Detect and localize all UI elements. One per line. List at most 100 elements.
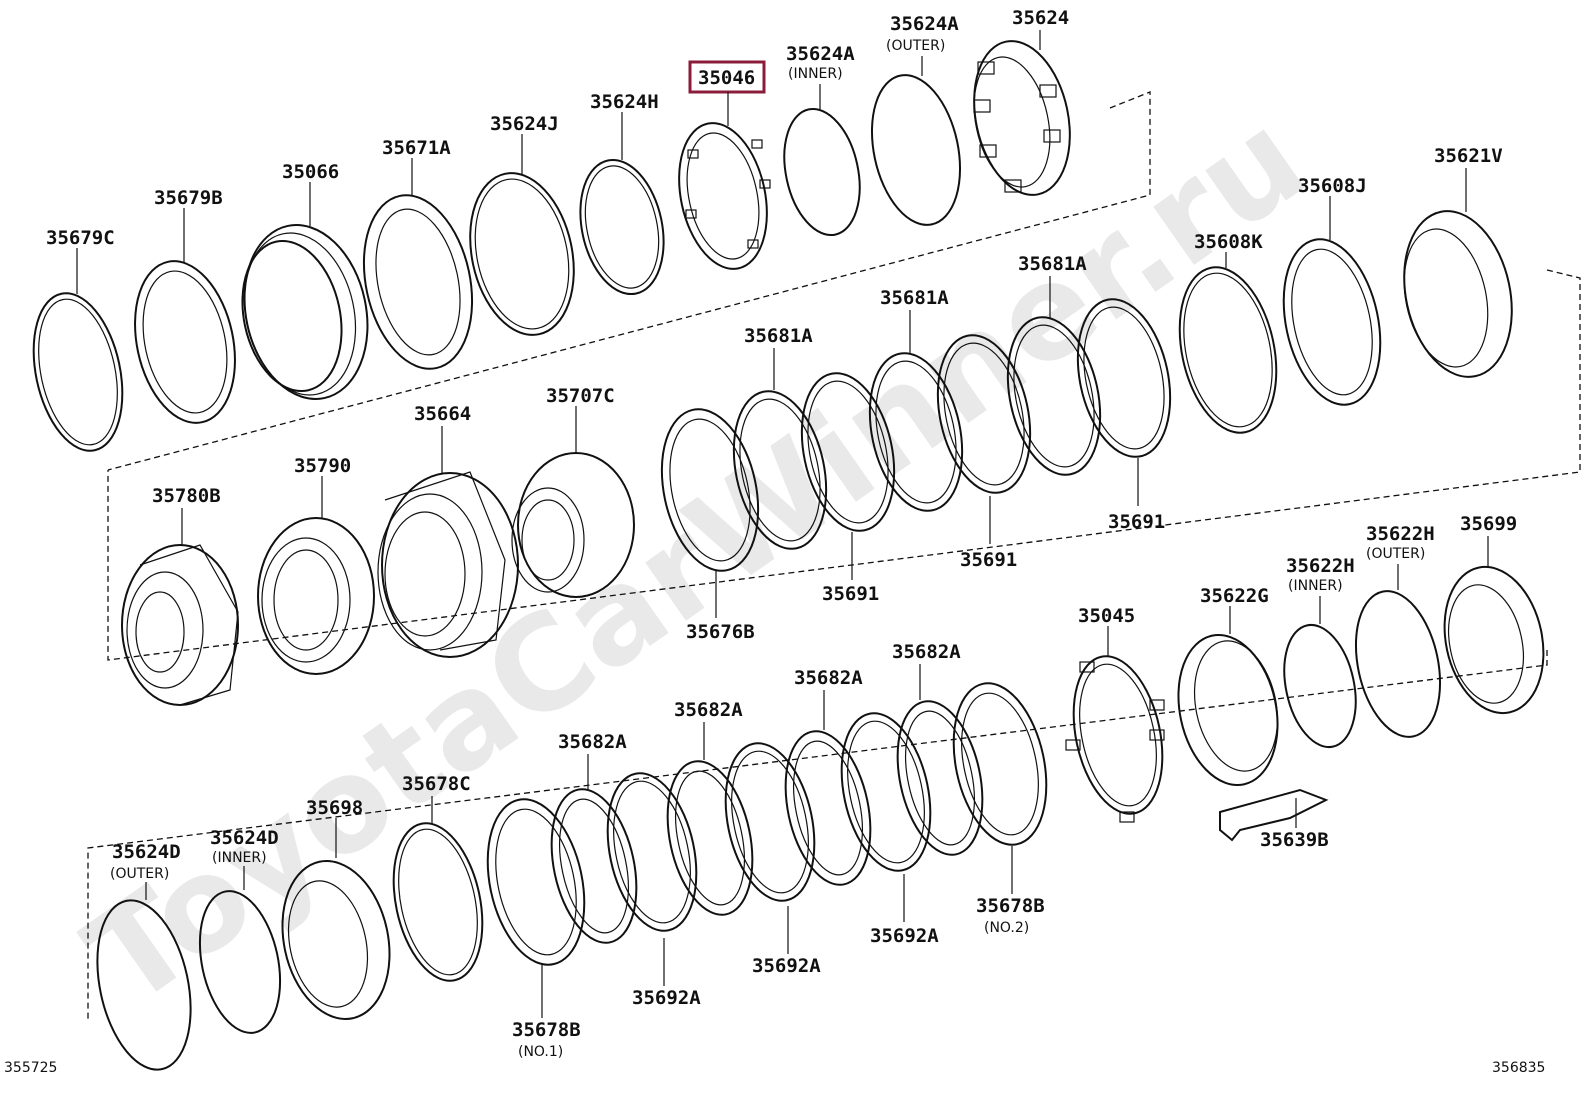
label-35624a-outer[interactable]: 35624A	[890, 13, 959, 35]
part-35681a-disc-1[interactable]	[720, 383, 839, 558]
label-35682a-2[interactable]: 35682A	[794, 667, 863, 689]
part-35681a-disc-3[interactable]	[994, 309, 1113, 484]
label-35692a-1[interactable]: 35692A	[632, 987, 701, 1009]
part-35624-piston[interactable]	[961, 32, 1083, 204]
label-35066[interactable]: 35066	[282, 161, 339, 183]
label-35682a-1[interactable]: 35682A	[892, 641, 961, 663]
label-35692a-3[interactable]: 35692A	[870, 925, 939, 947]
part-35624h-snap-ring[interactable]	[569, 152, 676, 302]
label-35624d-inner[interactable]: 35624D	[210, 827, 279, 849]
label-35678b-no2-sub: (NO.2)	[984, 920, 1029, 936]
label-35691-3[interactable]: 35691	[1108, 511, 1165, 533]
part-35045-spring-retainer[interactable]	[1060, 648, 1175, 823]
label-35624j[interactable]: 35624J	[490, 113, 559, 135]
part-35664-drum[interactable]	[377, 471, 519, 658]
part-35691-plate-1[interactable]	[788, 365, 907, 540]
part-35046-spring-retainer[interactable]	[667, 115, 780, 277]
part-35691-plate-2[interactable]	[924, 327, 1043, 502]
label-35780b[interactable]: 35780B	[152, 485, 221, 507]
label-35692a-2[interactable]: 35692A	[752, 955, 821, 977]
label-35624[interactable]: 35624	[1012, 7, 1069, 29]
label-35699[interactable]: 35699	[1460, 513, 1517, 535]
label-35678b-no1[interactable]: 35678B	[512, 1019, 581, 1041]
label-35622g[interactable]: 35622G	[1200, 585, 1269, 607]
label-35624a-inner[interactable]: 35624A	[786, 43, 855, 65]
label-35676b[interactable]: 35676B	[686, 621, 755, 643]
part-35681a-disc-2[interactable]	[856, 345, 975, 520]
footer-left-code: 355725	[4, 1060, 57, 1076]
part-35066-clutch-pack[interactable]	[229, 213, 383, 410]
label-35624a-inner-sub: (INNER)	[788, 66, 843, 82]
label-35624d-outer-sub: (OUTER)	[110, 866, 169, 882]
part-35698-piston[interactable]	[269, 851, 404, 1029]
part-35679c-snap-ring[interactable]	[20, 285, 135, 459]
part-35621v-piston[interactable]	[1390, 201, 1527, 387]
label-35679b[interactable]: 35679B	[154, 187, 223, 209]
highlight-box-35046	[688, 60, 766, 94]
part-35639b-bracket[interactable]	[1219, 788, 1329, 842]
part-35692a-plate-3[interactable]	[828, 705, 943, 879]
label-35622h-outer[interactable]: 35622H	[1366, 523, 1435, 545]
part-35678b-no2-plate[interactable]	[940, 675, 1060, 854]
part-35699-piston[interactable]	[1432, 558, 1557, 723]
label-35678b-no2[interactable]: 35678B	[976, 895, 1045, 917]
label-35681a-1[interactable]: 35681A	[1018, 253, 1087, 275]
part-35682a-disc-3[interactable]	[773, 723, 884, 892]
part-35682a-disc-4[interactable]	[885, 693, 996, 862]
label-35046[interactable]: 35046	[698, 67, 755, 89]
part-35622h-inner-o-ring[interactable]	[1274, 618, 1366, 753]
part-35691-plate-3[interactable]	[1064, 291, 1183, 466]
label-35621v[interactable]: 35621V	[1434, 145, 1503, 167]
label-35682a-3[interactable]: 35682A	[674, 699, 743, 721]
label-35045[interactable]: 35045	[1078, 605, 1135, 627]
label-35639b[interactable]: 35639B	[1260, 829, 1329, 851]
label-35664[interactable]: 35664	[414, 403, 471, 425]
part-35682a-disc-1[interactable]	[539, 781, 650, 950]
group-outline-top	[107, 91, 1151, 471]
label-35681a-2[interactable]: 35681A	[880, 287, 949, 309]
part-35671a-ring[interactable]	[349, 185, 487, 379]
label-35622h-inner-sub: (INNER)	[1288, 578, 1343, 594]
label-35681a-3[interactable]: 35681A	[744, 325, 813, 347]
part-35682a-disc-2[interactable]	[655, 753, 766, 922]
leader-lines	[76, 30, 1489, 1018]
label-35624d-outer[interactable]: 35624D	[112, 841, 181, 863]
part-35790-hub[interactable]	[257, 517, 375, 675]
label-35682a-4[interactable]: 35682A	[558, 731, 627, 753]
part-35624a-outer-o-ring[interactable]	[859, 67, 973, 233]
part-35692a-plate-1[interactable]	[594, 765, 709, 939]
part-35608j-spring-retainer[interactable]	[1270, 230, 1395, 413]
part-35676b-plate[interactable]	[648, 400, 772, 580]
part-35624d-outer-o-ring[interactable]	[83, 892, 205, 1079]
part-35624j-snap-ring[interactable]	[456, 163, 588, 344]
part-35692a-plate-2[interactable]	[712, 735, 827, 909]
footer-right-code: 356835	[1492, 1060, 1545, 1076]
part-35679b-plate[interactable]	[121, 252, 249, 432]
label-35624h[interactable]: 35624H	[590, 91, 659, 113]
label-35691-1[interactable]: 35691	[822, 583, 879, 605]
part-35622g-ring[interactable]	[1165, 626, 1291, 795]
part-35780b-bearing[interactable]	[121, 544, 239, 706]
part-35608k-snap-ring[interactable]	[1166, 258, 1291, 441]
part-35678c-snap-ring[interactable]	[380, 815, 495, 989]
label-35622h-inner[interactable]: 35622H	[1286, 555, 1355, 577]
label-35608j[interactable]: 35608J	[1298, 175, 1367, 197]
group-outline-bottom	[87, 650, 1548, 1020]
part-35624d-inner-o-ring[interactable]	[188, 884, 292, 1041]
label-35624d-inner-sub: (INNER)	[212, 850, 267, 866]
label-35622h-outer-sub: (OUTER)	[1366, 546, 1425, 562]
label-35678c[interactable]: 35678C	[402, 773, 471, 795]
label-35790[interactable]: 35790	[294, 455, 351, 477]
label-35698[interactable]: 35698	[306, 797, 363, 819]
part-35678b-no1-plate[interactable]	[474, 790, 599, 973]
label-35671a[interactable]: 35671A	[382, 137, 451, 159]
label-35608k[interactable]: 35608K	[1194, 231, 1263, 253]
label-35624a-outer-sub: (OUTER)	[886, 38, 945, 54]
label-35707c[interactable]: 35707C	[546, 385, 615, 407]
label-35679c[interactable]: 35679C	[46, 227, 115, 249]
part-35622h-outer-o-ring[interactable]	[1343, 583, 1452, 744]
label-35691-2[interactable]: 35691	[960, 549, 1017, 571]
part-35624a-inner-o-ring[interactable]	[773, 102, 870, 242]
